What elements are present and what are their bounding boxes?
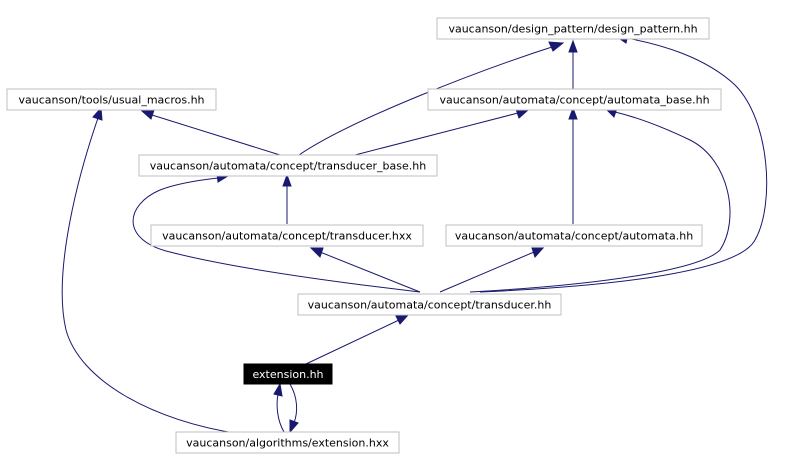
edge-arrowhead xyxy=(92,106,103,121)
node-automata-hh[interactable]: vaucanson/automata/concept/automata.hh xyxy=(445,224,703,247)
node-design-pattern[interactable]: vaucanson/design_pattern/design_pattern.… xyxy=(436,17,710,40)
node-label: vaucanson/algorithms/extension.hxx xyxy=(186,437,389,450)
edge-extension-hh-to-transducer-hh xyxy=(305,319,400,365)
edge-transducer-hh-to-automata-base xyxy=(469,111,731,293)
node-transducer-hxx[interactable]: vaucanson/automata/concept/transducer.hx… xyxy=(150,224,424,247)
node-label: vaucanson/tools/usual_macros.hh xyxy=(18,94,204,107)
edge-extension-hh-to-extension-hxx xyxy=(289,383,298,424)
node-extension-hh[interactable]: extension.hh xyxy=(243,363,333,385)
edge-extension-hxx-to-extension-hh xyxy=(276,393,285,433)
node-label: vaucanson/design_pattern/design_pattern.… xyxy=(448,23,697,36)
node-usual-macros[interactable]: vaucanson/tools/usual_macros.hh xyxy=(6,88,217,111)
edge-transducer-base-to-usual-macros xyxy=(151,114,281,156)
edge-arrowhead xyxy=(140,109,155,120)
edge-arrowhead xyxy=(289,419,299,434)
node-label: vaucanson/automata/concept/transducer.hh xyxy=(308,299,552,312)
edge-arrowhead xyxy=(548,41,565,52)
nodes: vaucanson/design_pattern/design_pattern.… xyxy=(6,17,722,454)
edge-arrowhead xyxy=(568,39,578,53)
edge-transducer-base-to-automata-base xyxy=(354,112,519,156)
node-label: vaucanson/automata/concept/transducer_ba… xyxy=(150,160,426,173)
node-extension-hxx[interactable]: vaucanson/algorithms/extension.hxx xyxy=(175,431,400,454)
node-label: vaucanson/automata/concept/transducer.hx… xyxy=(162,230,412,243)
node-automata-base[interactable]: vaucanson/automata/concept/automata_base… xyxy=(427,88,722,111)
edge-arrowhead xyxy=(531,247,545,258)
edge-arrowhead xyxy=(273,382,283,397)
node-transducer-base[interactable]: vaucanson/automata/concept/transducer_ba… xyxy=(138,154,438,177)
node-transducer-hh[interactable]: vaucanson/automata/concept/transducer.hh xyxy=(297,293,562,316)
node-label: vaucanson/automata/concept/automata.hh xyxy=(455,230,693,243)
edge-arrowhead xyxy=(282,173,292,187)
edge-arrowhead xyxy=(395,314,410,325)
node-label: extension.hh xyxy=(252,368,323,381)
edge-transducer-base-to-design-pattern xyxy=(298,45,556,156)
edge-transducer-hh-to-transducer-base xyxy=(132,177,421,293)
edge-arrowhead xyxy=(309,247,324,258)
edge-transducer-hh-to-transducer-hxx xyxy=(319,251,421,293)
node-label: vaucanson/automata/concept/automata_base… xyxy=(439,94,709,107)
edge-transducer-hh-to-design-pattern xyxy=(479,37,768,293)
edge-transducer-hh-to-automata-hh xyxy=(439,251,535,293)
edge-arrowhead xyxy=(568,106,578,120)
edge-extension-hxx-to-usual-macros xyxy=(61,117,241,435)
